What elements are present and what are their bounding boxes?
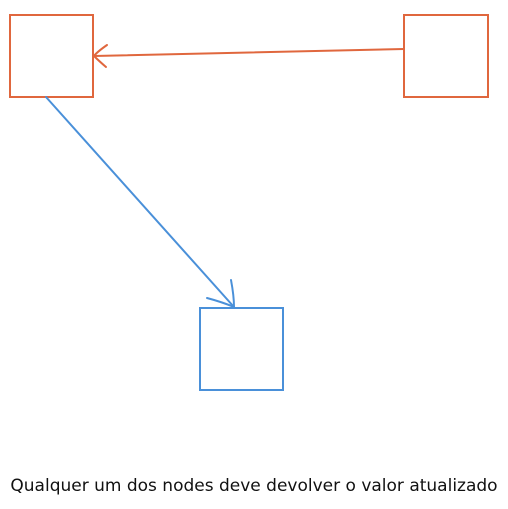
edge-left-to-bottom-arrowhead xyxy=(206,279,235,308)
edge-left-to-bottom-line xyxy=(45,96,235,308)
edge-left-to-bottom xyxy=(45,96,235,308)
edge-right-to-left-line xyxy=(93,48,405,57)
node-top-left xyxy=(9,14,94,98)
caption: Qualquer um dos nodes deve devolver o va… xyxy=(10,476,497,496)
edge-right-to-left xyxy=(93,44,405,68)
node-top-right xyxy=(403,14,489,98)
edge-right-to-left-arrowhead xyxy=(93,44,108,68)
node-bottom xyxy=(199,307,284,391)
